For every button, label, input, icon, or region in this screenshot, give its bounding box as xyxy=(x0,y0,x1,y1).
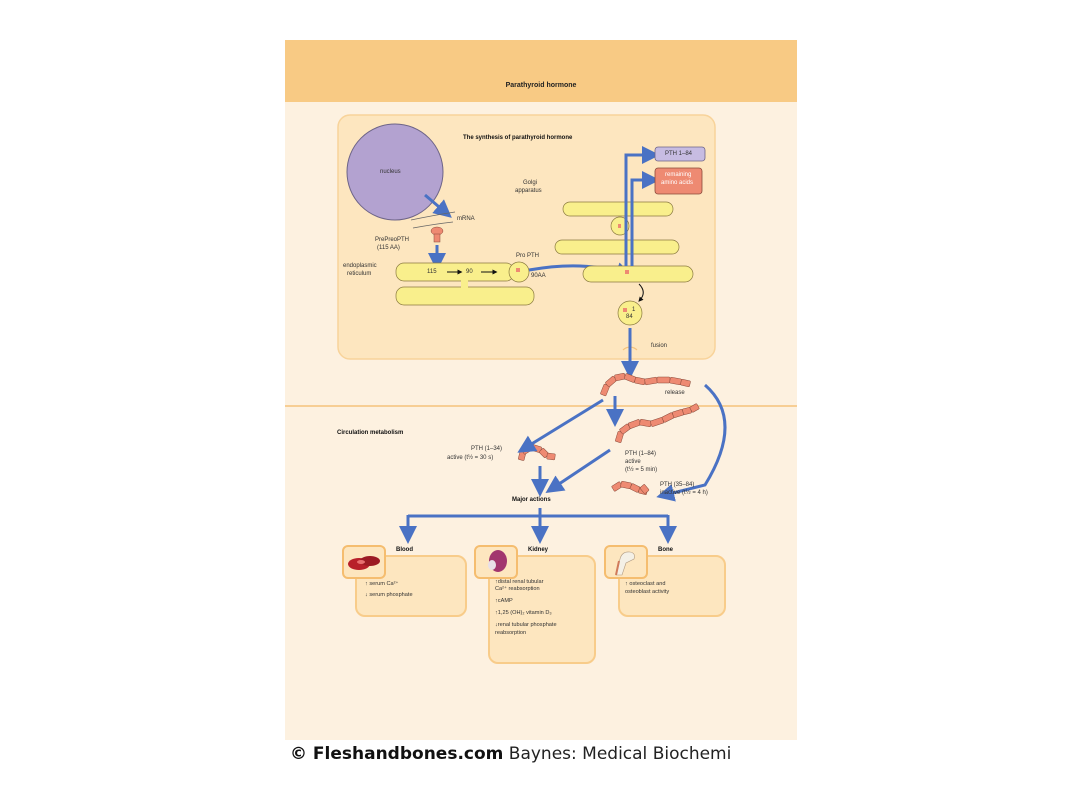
released-pth-chain-segment xyxy=(623,373,637,383)
pth184-label: PTH 1–84 xyxy=(665,151,693,157)
caption: © Fleshandbones.com Baynes: Medical Bioc… xyxy=(290,744,731,764)
blood-cells-icon xyxy=(342,545,386,579)
preprepth-aa-label: (115 AA) xyxy=(377,245,400,251)
kidney-line-5: ↓renal tubular phosphate xyxy=(495,622,557,628)
mrna-strand xyxy=(412,221,454,229)
pth184-box xyxy=(654,146,706,162)
bone-line-2: osteoblast activity xyxy=(625,589,670,595)
blood-line-2: ↓ serum phosphate xyxy=(365,592,413,598)
aa90-label: 90AA xyxy=(531,273,546,279)
kidney-line-2: Ca²⁺ reabsorption xyxy=(495,586,540,592)
kidney-line-6: reabsorption xyxy=(495,630,527,636)
pth3584-chain-segment xyxy=(639,484,650,494)
major-actions-label: Major actions xyxy=(512,497,551,503)
er-lower xyxy=(395,286,535,306)
pth184-chain-segment xyxy=(650,417,664,427)
figure-title: Parathyroid hormone xyxy=(505,82,577,89)
pth134-half-label: active (t½ = 30 s) xyxy=(447,455,494,461)
remaining-amino-box xyxy=(654,167,703,195)
circulation-title: Circulation metabolism xyxy=(337,430,404,436)
mrna-label: mRNA xyxy=(457,216,475,222)
caption-brand[interactable]: © Fleshandbones.com xyxy=(290,744,504,764)
golgi-to-pth-arrow xyxy=(624,146,660,266)
er-label: endoplasmic xyxy=(343,263,377,269)
bone-icon xyxy=(604,545,648,579)
bone-line-1: ↑ osteoclast and xyxy=(625,581,666,587)
released-pth-chain-segment xyxy=(656,376,671,384)
synthesis-title: The synthesis of parathyroid hormone xyxy=(463,135,573,141)
released-pth-chain-segment xyxy=(614,372,626,382)
release-label: release xyxy=(665,390,685,396)
pth184-chain-segment xyxy=(672,409,684,418)
preprepth-label: PrePreoPTH xyxy=(375,237,410,243)
blood-title: Blood xyxy=(396,547,413,553)
secretory-vesicle xyxy=(617,300,643,326)
nucleus-label: nucleus xyxy=(380,169,401,175)
aa-90-label: 90 xyxy=(466,269,473,275)
golgi-to-amino-arrow xyxy=(630,171,660,266)
released-pth-chain-segment xyxy=(680,379,691,387)
diagram-canvas xyxy=(285,114,797,544)
pth184-active-label: active xyxy=(625,459,641,465)
kidney-line-3: ↑cAMP xyxy=(495,598,513,604)
pth-figure: Parathyroid hormone xyxy=(285,40,797,740)
kidney-line-4: ↑1,25 (OH)₂ vitamin D₃ xyxy=(495,610,552,616)
blood-line-1: ↑ serum Ca²⁺ xyxy=(365,581,399,587)
golgi-3 xyxy=(582,265,694,283)
kidney-icon xyxy=(474,545,518,579)
pth184-chain-segment xyxy=(628,419,641,429)
released-pth-chain-segment xyxy=(669,376,682,386)
caption-text: Baynes: Medical Biochemi xyxy=(503,744,732,764)
kidney-line-1: ↑distal renal tubular xyxy=(495,579,544,585)
vesicle-84-label: 84 xyxy=(626,314,633,320)
released-pth-chain-segment xyxy=(644,376,658,386)
pth184-chain-segment xyxy=(639,418,652,428)
pth184-chain-segment xyxy=(689,403,700,413)
released-pth-chain-segment xyxy=(634,376,646,386)
nucleus-arrow xyxy=(424,193,452,218)
aa-115-label: 115 xyxy=(427,269,437,275)
mrna-strand xyxy=(410,211,456,221)
fusion-label: fusion xyxy=(651,343,668,349)
remaining-label-2: amino acids xyxy=(661,180,694,186)
golgi-label: Golgi xyxy=(523,180,538,186)
remaining-label: remaining xyxy=(665,172,692,178)
pth3584-half-label: inactive (t½ = 4 h) xyxy=(660,490,708,496)
golgi-1 xyxy=(562,201,674,217)
pth184-half-label: (t½ = 5 min) xyxy=(625,467,658,473)
er-label-2: reticulum xyxy=(347,271,372,277)
kidney-title: Kidney xyxy=(528,547,549,553)
nucleus xyxy=(346,123,444,221)
pth184-circ-label: PTH (1–84) xyxy=(625,451,657,457)
pth134-chain-segment xyxy=(546,452,556,461)
golgi-2 xyxy=(554,239,680,255)
header-band xyxy=(285,40,797,102)
vesicle-1-label: 1 xyxy=(632,307,636,313)
bone-box xyxy=(618,555,726,617)
propth-label: Pro PTH xyxy=(516,253,540,259)
pth3584-label: PTH (35–84) xyxy=(660,482,695,488)
pth134-label: PTH (1–34) xyxy=(471,446,503,452)
bone-title: Bone xyxy=(658,547,673,553)
golgi-label-2: apparatus xyxy=(515,188,542,194)
